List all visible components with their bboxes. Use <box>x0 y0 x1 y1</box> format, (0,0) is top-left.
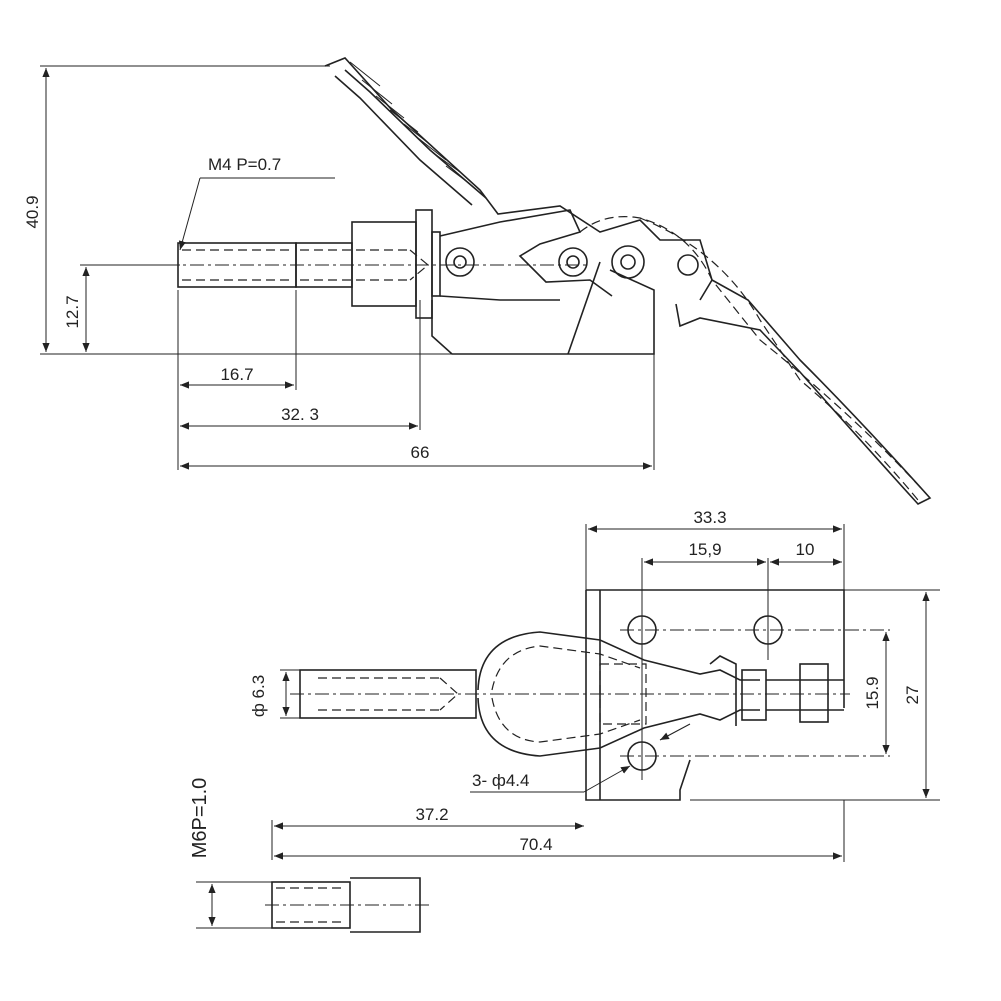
linkage-bulb <box>477 631 760 691</box>
thread-m6-label: M6P=1.0 <box>189 778 211 859</box>
dim-66-label: 66 <box>411 443 430 462</box>
dim-33-3-label: 33.3 <box>693 508 726 527</box>
dim-15-9-v-label: 15.9 <box>863 676 882 709</box>
pivot-hole-4 <box>677 254 699 276</box>
dim-15-9-h-label: 15,9 <box>688 540 721 559</box>
base-body <box>431 269 655 355</box>
top-view: 33.3 15,9 10 15.9 27 ф 6.3 <box>249 508 940 862</box>
handle-open <box>324 57 713 301</box>
pivot-hole-3 <box>611 245 645 279</box>
thread-detail: M6P=1.0 <box>189 778 430 933</box>
dim-dia-6-3-label: ф 6.3 <box>249 675 268 717</box>
dim-12-7-label: 12.7 <box>63 295 82 328</box>
pivot-hole-2 <box>558 247 588 277</box>
dim-32-3-label: 32. 3 <box>281 405 319 424</box>
clevis <box>741 669 767 721</box>
holes-label: 3- ф4.4 <box>472 771 529 790</box>
dim-37-2-label: 37.2 <box>415 805 448 824</box>
thread-m4-label: M4 P=0.7 <box>208 155 281 174</box>
handle-closed-phantom <box>579 216 931 499</box>
dim-10-label: 10 <box>796 540 815 559</box>
pivot-hole-1 <box>445 247 475 277</box>
dim-16-7-label: 16.7 <box>220 365 253 384</box>
side-view: 40.9 12.7 M4 P=0.7 <box>23 57 932 505</box>
dim-27-label: 27 <box>903 686 922 705</box>
guide-block <box>351 221 417 307</box>
dim-40-9-label: 40.9 <box>23 195 42 228</box>
dim-70-4-label: 70.4 <box>519 835 552 854</box>
